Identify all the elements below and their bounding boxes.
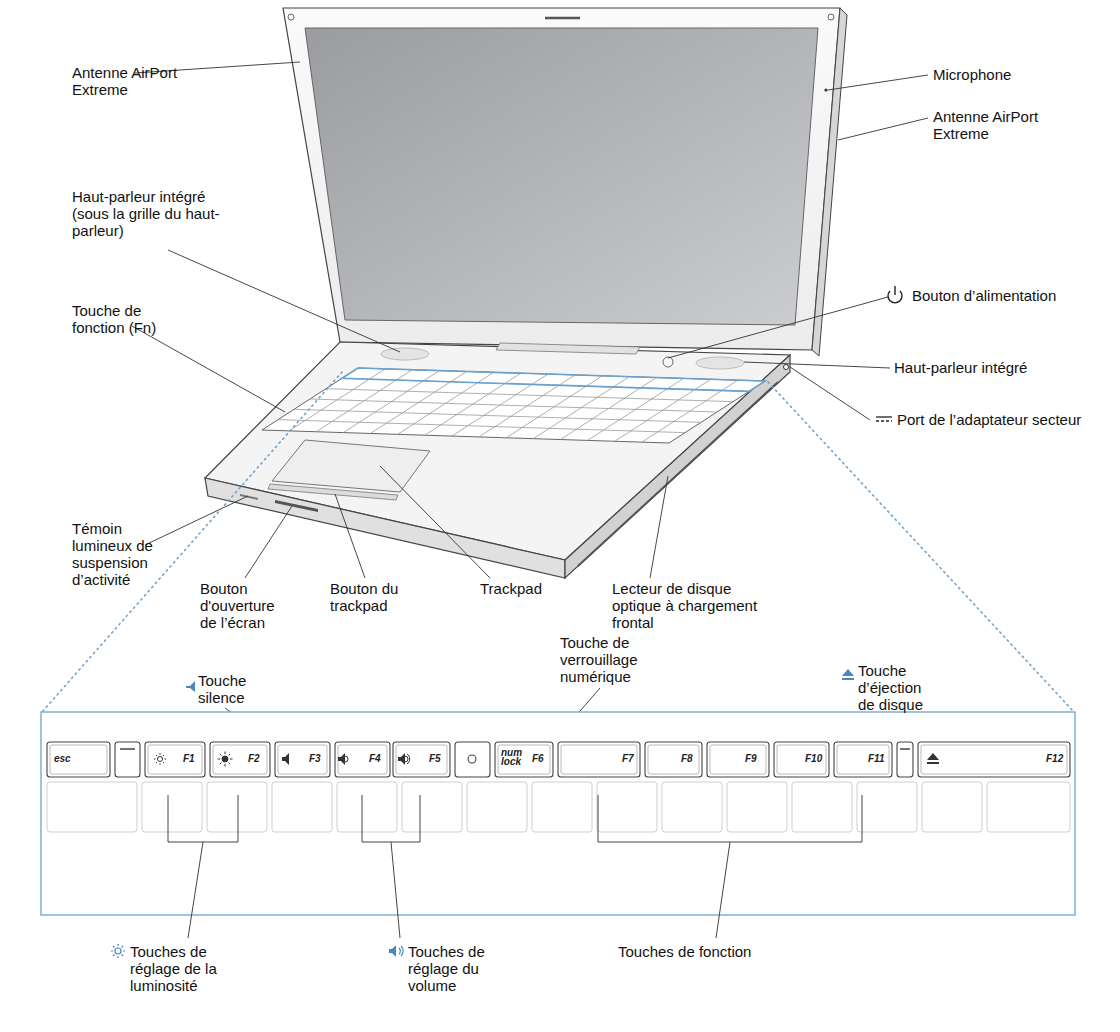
bracket-lines (168, 795, 862, 938)
key-label: esc (54, 754, 71, 763)
part-label: Bouton du trackpad (330, 580, 410, 614)
part-label: Bouton d'ouverture de l’écran (200, 580, 290, 631)
laptop-lid (283, 8, 847, 356)
microphone-hole (824, 88, 827, 91)
speaker-grille (696, 357, 744, 369)
key-label: num lock (501, 748, 523, 766)
key-label: F1 (183, 754, 195, 763)
keyboard (262, 368, 765, 443)
part-label: Touches de fonction (618, 943, 751, 960)
part-label: Témoin lumineux de suspension d’activité (72, 520, 167, 588)
key-label: F3 (309, 754, 321, 763)
key-label: F12 (1046, 754, 1063, 763)
part-label: Haut-parleur intégré (894, 359, 1027, 376)
part-label: Touche de fonction (Fn) (72, 302, 157, 336)
part-label: Trackpad (480, 580, 542, 597)
key-label: F10 (805, 754, 822, 763)
key-label: F9 (745, 754, 757, 763)
part-label: Touche de verrouillage numérique (560, 634, 655, 685)
part-label: Microphone (933, 66, 1011, 83)
sleep-light (240, 494, 258, 500)
power-port (784, 365, 789, 370)
part-label: Haut-parleur intégré (sous la grille du … (72, 188, 222, 239)
part-label: Port de l’adaptateur secteur (897, 411, 1081, 428)
key-label: F8 (681, 754, 693, 763)
leader-lines (132, 62, 935, 752)
part-label: Antenne AirPort Extreme (72, 64, 182, 98)
power-button (663, 357, 673, 367)
part-label: Lecteur de disque optique à chargement f… (612, 580, 772, 631)
key-label: F5 (429, 754, 441, 763)
part-label: Touches de réglage du volume (408, 943, 493, 994)
part-label: Bouton d’alimentation (912, 287, 1056, 304)
speaker-grille (381, 348, 429, 360)
part-label: Touche silence (198, 672, 258, 706)
display-latch (275, 500, 318, 512)
key-label: F6 (532, 754, 544, 763)
key-label: F2 (248, 754, 260, 763)
part-label: Touche d’éjection de disque (858, 662, 938, 713)
optical-slot (578, 382, 778, 566)
function-row-detail (41, 712, 1075, 938)
key-label: F4 (369, 754, 381, 763)
trackpad (272, 440, 430, 492)
key-label: F11 (868, 754, 885, 763)
part-label: Touches de réglage de la luminosité (130, 943, 225, 994)
laptop-base (205, 342, 790, 578)
key-label: F7 (622, 754, 634, 763)
trackpad-button (268, 484, 398, 500)
part-label: Antenne AirPort Extreme (933, 108, 1043, 142)
